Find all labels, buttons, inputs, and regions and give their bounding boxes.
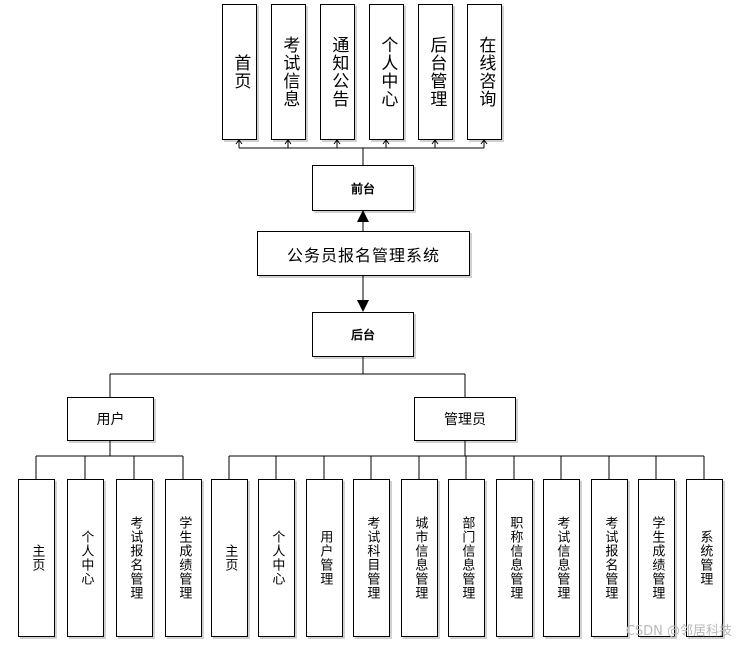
admin-item-user-management: 用户管理	[306, 479, 343, 637]
user-role-label: 用户	[96, 412, 125, 428]
front-arrowhead-5	[431, 139, 439, 145]
admin-item-label: 系统管理	[697, 530, 713, 586]
user-item-personal-center: 个人中心	[67, 479, 104, 637]
user-item-label: 学生成绩管理	[176, 516, 192, 600]
root-to-back-arrowhead	[357, 300, 369, 312]
front-item-label: 个人中心	[377, 36, 398, 108]
admin-item-title-management: 职称信息管理	[496, 479, 533, 637]
front-item-exam-info: 考试信息	[271, 4, 306, 140]
front-item-label: 考试信息	[279, 36, 300, 108]
front-item-label: 通知公告	[328, 36, 349, 108]
admin-role-label: 管理员	[444, 412, 486, 428]
frontend-label: 前台	[350, 181, 375, 196]
admin-item-exam-info-management: 考试信息管理	[543, 479, 580, 637]
front-item-label: 首页	[230, 54, 251, 90]
admin-role-node: 管理员	[414, 397, 516, 441]
front-arrowhead-6	[480, 139, 488, 145]
front-item-notice: 通知公告	[320, 4, 355, 140]
user-item-label: 考试报名管理	[127, 516, 143, 600]
front-arrowhead-1	[235, 139, 243, 145]
admin-item-label: 职称信息管理	[507, 516, 523, 600]
admin-item-label: 主页	[222, 544, 238, 572]
user-item-home: 主页	[18, 479, 55, 637]
admin-item-label: 用户管理	[317, 530, 333, 586]
admin-item-label: 城市信息管理	[412, 516, 428, 600]
frontend-node: 前台	[312, 165, 414, 211]
user-item-label: 主页	[29, 544, 45, 572]
admin-item-city-management: 城市信息管理	[401, 479, 438, 637]
admin-item-label: 考试信息管理	[554, 516, 570, 600]
admin-item-subject-management: 考试科目管理	[353, 479, 390, 637]
admin-item-label: 学生成绩管理	[649, 516, 665, 600]
user-item-exam-registration: 考试报名管理	[116, 479, 153, 637]
watermark: CSDN @邻居科技	[625, 624, 732, 639]
admin-item-personal-center: 个人中心	[258, 479, 295, 637]
admin-item-label: 考试报名管理	[602, 516, 618, 600]
backend-node: 后台	[312, 312, 414, 357]
root-to-front-arrowhead	[357, 210, 369, 222]
root-label: 公务员报名管理系统	[286, 245, 440, 265]
user-item-label: 个人中心	[78, 530, 94, 586]
user-role-node: 用户	[67, 397, 154, 441]
admin-item-label: 部门信息管理	[459, 516, 475, 600]
admin-item-exam-registration: 考试报名管理	[591, 479, 628, 637]
front-item-personal-center: 个人中心	[369, 4, 404, 140]
admin-item-department-management: 部门信息管理	[448, 479, 485, 637]
root-node: 公务员报名管理系统	[257, 231, 470, 276]
front-item-online-consult: 在线咨询	[467, 4, 502, 140]
front-item-label: 后台管理	[426, 36, 447, 108]
front-arrowhead-2	[284, 139, 292, 145]
admin-item-score-management: 学生成绩管理	[638, 479, 675, 637]
admin-item-label: 个人中心	[269, 530, 285, 586]
backend-label: 后台	[350, 328, 375, 342]
user-item-score-management: 学生成绩管理	[165, 479, 202, 637]
front-item-label: 在线咨询	[475, 36, 496, 108]
front-item-admin-backend: 后台管理	[418, 4, 453, 140]
admin-item-label: 考试科目管理	[364, 516, 380, 600]
front-arrowhead-4	[382, 139, 390, 145]
front-item-home: 首页	[222, 4, 257, 140]
admin-item-system-management: 系统管理	[686, 479, 723, 637]
admin-item-home: 主页	[211, 479, 248, 637]
front-arrowhead-3	[333, 139, 341, 145]
